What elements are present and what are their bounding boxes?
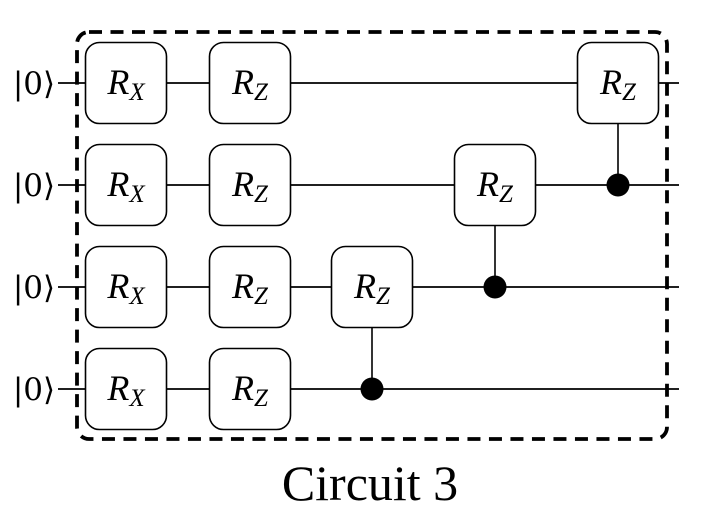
gate-rz-q3-col2-label: RZ [231, 368, 269, 412]
gate-rx-q3-label: RX [106, 368, 146, 412]
gate-label-sub: Z [376, 283, 391, 310]
gate-rz-q2-col2-box [208, 245, 292, 329]
gate-crz-target-q1: RZ [453, 143, 537, 227]
ket-label-q3: |0⟩ [13, 372, 55, 408]
gate-crz-q1-label: RZ [476, 164, 514, 208]
gate-label-sub: Z [254, 79, 269, 106]
gate-crz-target-q2: RZ [330, 245, 414, 329]
gate-crz-q2-box [330, 245, 414, 329]
circuit-caption: Circuit 3 [282, 455, 458, 511]
gate-crz-target-q0: RZ [576, 41, 660, 125]
gate-label-base: R [599, 62, 622, 102]
gate-label-base: R [476, 164, 499, 204]
gate-rz-q2-col2: RZ [208, 245, 292, 329]
gate-label-sub: X [128, 181, 146, 208]
gate-rx-q1-box [84, 143, 168, 227]
gate-label-sub: Z [254, 283, 269, 310]
gate-rx-q0-box [84, 41, 168, 125]
gate-label-base: R [231, 164, 254, 204]
gate-rz-q1-col2-box [208, 143, 292, 227]
gate-rx-q0: RX [84, 41, 168, 125]
ket-label-q2: |0⟩ [13, 270, 55, 306]
control-dot-q1 [606, 173, 630, 197]
gate-crz-q0-label: RZ [599, 62, 637, 106]
gate-label-base: R [106, 368, 129, 408]
gate-rz-q3-col2: RZ [208, 347, 292, 431]
gate-crz-q1-box [453, 143, 537, 227]
gate-rz-q1-col2: RZ [208, 143, 292, 227]
ket-label-q0: |0⟩ [13, 66, 55, 102]
gate-label-base: R [106, 266, 129, 306]
gate-label-base: R [353, 266, 376, 306]
gate-crz-q0-box [576, 41, 660, 125]
gate-label-sub: Z [254, 385, 269, 412]
gate-rx-q0-label: RX [106, 62, 146, 106]
gate-rz-q3-col2-box [208, 347, 292, 431]
ket-label-q1: |0⟩ [13, 168, 55, 204]
gate-label-sub: X [128, 385, 146, 412]
gate-label-base: R [106, 164, 129, 204]
gate-rx-q3: RX [84, 347, 168, 431]
gate-rx-q1: RX [84, 143, 168, 227]
gate-rz-q0-col2-box [208, 41, 292, 125]
gate-label-sub: Z [499, 181, 514, 208]
qubit-ket-labels: |0⟩ |0⟩ |0⟩ |0⟩ [13, 66, 55, 408]
circuit-boundary-dashed-box [75, 30, 669, 441]
gate-label-sub: X [128, 283, 146, 310]
gate-label-base: R [231, 62, 254, 102]
gate-label-base: R [231, 266, 254, 306]
control-dot-q2 [483, 275, 507, 299]
gate-rz-q0-col2: RZ [208, 41, 292, 125]
gate-crz-q2-label: RZ [353, 266, 391, 310]
gate-rx-q2: RX [84, 245, 168, 329]
gate-label-sub: Z [254, 181, 269, 208]
gate-label-base: R [106, 62, 129, 102]
control-dot-q3 [360, 377, 384, 401]
qubit-wires [58, 82, 679, 390]
gate-rx-q3-box [84, 347, 168, 431]
gate-rz-q2-col2-label: RZ [231, 266, 269, 310]
gate-rz-q1-col2-label: RZ [231, 164, 269, 208]
gate-rx-q2-box [84, 245, 168, 329]
gate-label-sub: Z [622, 79, 637, 106]
gate-rz-q0-col2-label: RZ [231, 62, 269, 106]
gate-label-sub: X [128, 79, 146, 106]
gate-label-base: R [231, 368, 254, 408]
gate-rx-q2-label: RX [106, 266, 146, 310]
gate-rx-q1-label: RX [106, 164, 146, 208]
